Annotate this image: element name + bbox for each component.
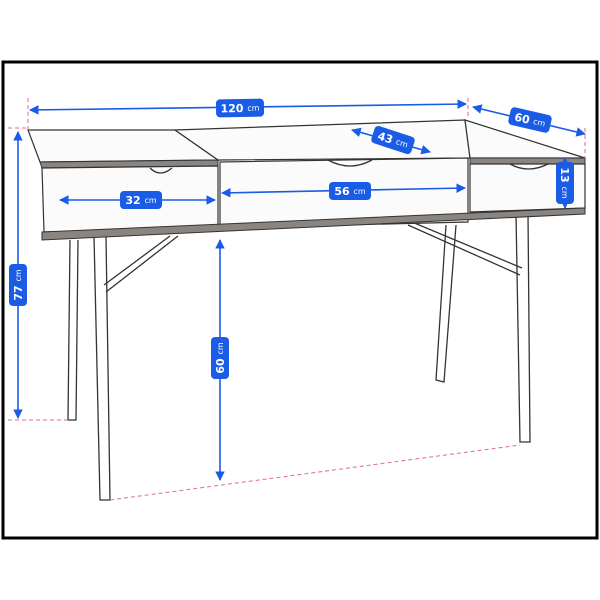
label-total-height: 77 cm [9, 264, 27, 306]
label-side-drawer-width: 32 cm [120, 191, 162, 209]
desk-skirt [41, 207, 586, 241]
label-depth: 60 cm [508, 107, 552, 133]
leg-front-right [515, 213, 531, 443]
label-legroom-height: 60 cm [211, 337, 229, 379]
leg-back-left [67, 239, 79, 421]
svg-text:60 cm: 60 cm [214, 342, 227, 374]
svg-text:77 cm: 77 cm [12, 269, 25, 301]
leg-front-left [93, 235, 111, 501]
leg-back-right [435, 224, 457, 383]
svg-text:60 cm: 60 cm [513, 110, 547, 130]
svg-text:43 cm: 43 cm [376, 129, 410, 151]
label-center-drawer-width: 56 cm [329, 182, 371, 200]
label-lid-depth: 43 cm [371, 125, 415, 155]
label-width: 120 cm [215, 98, 265, 118]
svg-text:56 cm: 56 cm [334, 185, 366, 198]
cross-braces [103, 221, 523, 293]
svg-text:13 cm: 13 cm [559, 167, 572, 199]
svg-text:120 cm: 120 cm [220, 101, 259, 115]
label-drawer-height: 13 cm [556, 162, 574, 204]
svg-text:32 cm: 32 cm [125, 194, 157, 207]
